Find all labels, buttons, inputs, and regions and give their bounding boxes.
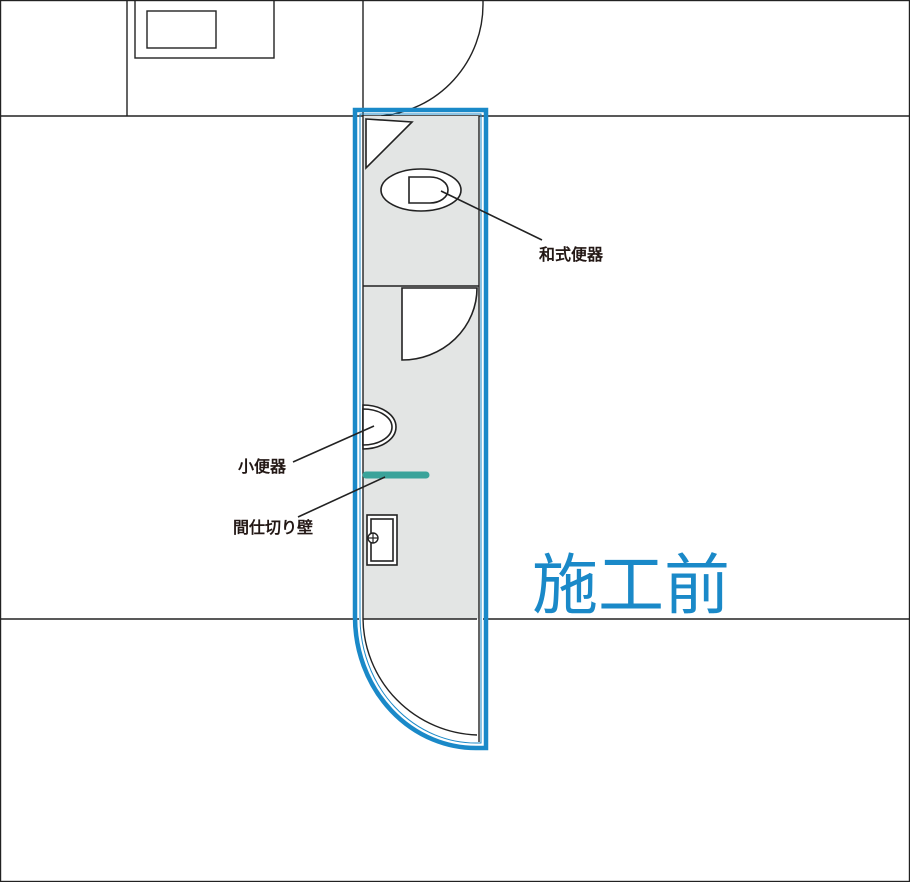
entrance-door [362, 618, 478, 736]
top-cabinet-inner [146, 10, 217, 49]
label-majikiri-kabe: 間仕切り壁 [233, 518, 313, 537]
toilet-structure [362, 116, 480, 742]
washiki-toilet [380, 168, 462, 212]
leader-partition [297, 476, 386, 518]
leader-lines [292, 190, 543, 518]
label-shoubenki: 小便器 [238, 457, 287, 476]
leader-washiki [440, 190, 543, 241]
label-washiki-benki: 和式便器 [539, 245, 604, 264]
leader-shoubenki [292, 425, 375, 463]
top-door-swing [380, 3, 484, 117]
top-rooms [0, 0, 910, 117]
work-area-highlight [352, 107, 489, 751]
hand-sink [366, 514, 398, 566]
corner-shelf [365, 118, 414, 170]
highlight-outline [352, 107, 489, 751]
top-cabinet [134, 0, 275, 59]
urinal [362, 404, 397, 450]
status-title: 施工前 [532, 547, 730, 624]
stall-door [401, 287, 478, 361]
